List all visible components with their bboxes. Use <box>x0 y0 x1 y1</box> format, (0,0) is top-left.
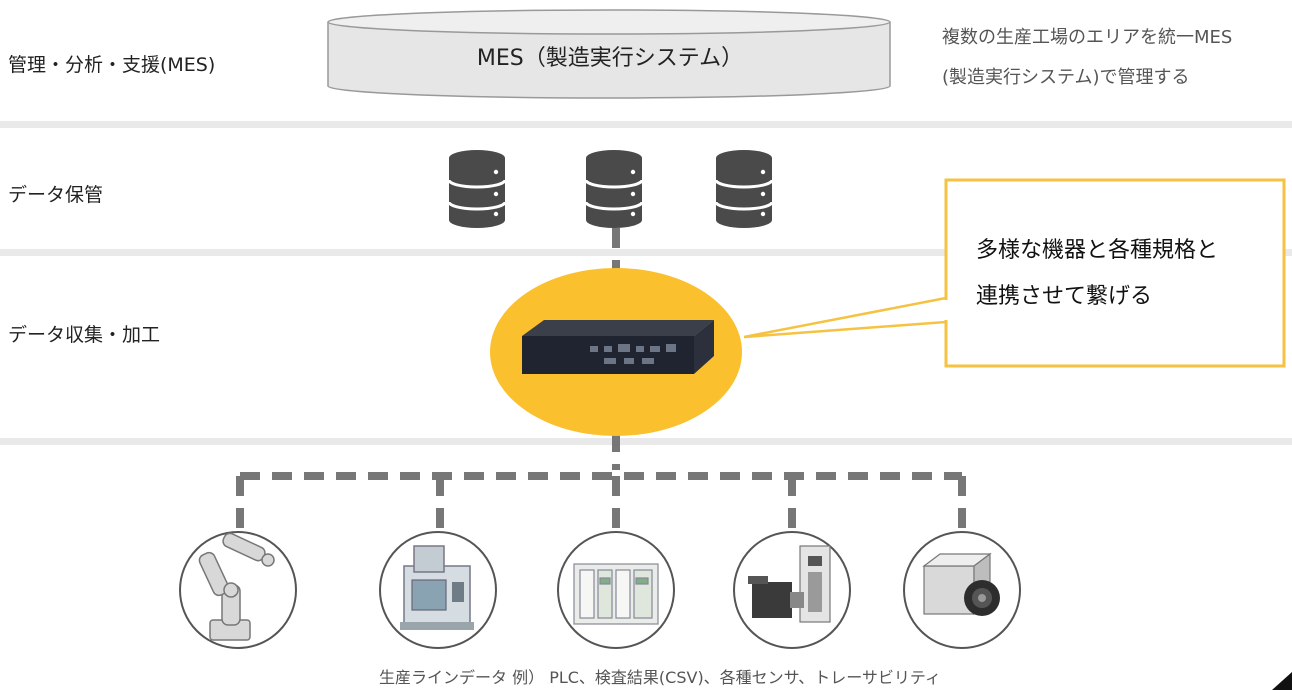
robot-arm-icon <box>198 532 275 641</box>
device-plc <box>557 531 675 649</box>
layer-divider <box>0 121 1292 128</box>
database-icon <box>447 150 507 228</box>
layer-divider <box>0 438 1292 445</box>
callout-line: 連携させて繋げる <box>976 284 1153 309</box>
database-icon <box>584 150 644 228</box>
mes-description-line: 複数の生産工場のエリアを統一MES <box>942 27 1233 48</box>
callout-line: 多様な機器と各種規格と <box>976 238 1219 263</box>
connector-lines <box>236 228 966 530</box>
camera-icon <box>922 552 1000 616</box>
device-caption: 生産ラインデータ 例） PLC、検査結果(CSV)、各種センサ、トレーサビリティ <box>379 668 941 687</box>
mes-description-line: (製造実行システム)で管理する <box>942 67 1190 88</box>
device-servo-motor <box>733 531 851 649</box>
device-robot-arm <box>179 531 297 649</box>
device-machining-center <box>379 531 497 649</box>
edge-gateway <box>490 268 742 436</box>
callout-box <box>743 178 1286 368</box>
database-icon <box>714 150 774 228</box>
box-pc-icon <box>522 320 714 374</box>
layer-divider <box>0 249 1292 256</box>
mes-label: MES（製造実行システム） <box>476 46 744 71</box>
corner-decoration <box>1272 672 1292 690</box>
mes-description: 複数の生産工場のエリアを統一MES (製造実行システム)で管理する <box>942 18 1287 98</box>
machining-center-icon <box>400 545 474 630</box>
layer-label-management: 管理・分析・支援(MES) <box>8 54 216 76</box>
callout-text: 多様な機器と各種規格と 連携させて繋げる <box>976 228 1276 320</box>
device-camera <box>903 531 1021 649</box>
layer-label-storage: データ保管 <box>8 184 104 206</box>
servo-motor-driver-icon <box>748 545 831 623</box>
mes-cylinder <box>327 9 891 99</box>
plc-icon <box>573 563 659 625</box>
layer-label-collection: データ収集・加工 <box>8 324 161 346</box>
